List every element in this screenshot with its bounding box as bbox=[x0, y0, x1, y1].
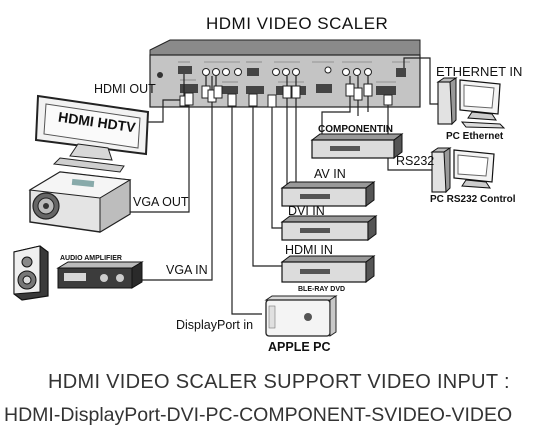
vga-in-label: VGA IN bbox=[166, 263, 208, 277]
vga-out-label: VGA OUT bbox=[133, 195, 189, 209]
apple-pc-label: APPLE PC bbox=[268, 340, 331, 354]
cable-hdmi-out bbox=[148, 74, 185, 123]
cable-displayport bbox=[231, 94, 262, 315]
pc-rs232-control-label: PC RS232 Control bbox=[430, 194, 516, 205]
pc-rs232-device bbox=[430, 147, 495, 194]
av-in-label: AV IN bbox=[314, 167, 346, 181]
displayport-in-label: DisplayPort in bbox=[176, 318, 254, 332]
cable-vga-in bbox=[120, 76, 213, 281]
cable-rs232 bbox=[387, 95, 432, 171]
diagram-title: HDMI VIDEO SCALER bbox=[206, 14, 389, 33]
bluray-source-device bbox=[280, 255, 376, 283]
rs232-port bbox=[376, 86, 396, 95]
audio-amplifier-label: AUDIO AMPLIFIER bbox=[60, 255, 122, 262]
bluray-dvd-label: BLE-RAY DVD bbox=[298, 286, 346, 293]
ethernet-in-label: ETHERNET IN bbox=[436, 64, 523, 79]
amplifier-device bbox=[56, 261, 144, 289]
cable-dvi-in bbox=[271, 95, 282, 229]
pc-ethernet-device bbox=[436, 77, 506, 129]
hdmi-in-label: HDMI IN bbox=[285, 243, 333, 257]
ethernet-port bbox=[396, 68, 406, 77]
component-in-label: COMPONENTIN bbox=[318, 124, 393, 135]
pc-ethernet-label: PC Ethernet bbox=[446, 131, 504, 142]
dvi-source-device bbox=[280, 215, 378, 241]
cable-ethernet bbox=[403, 57, 438, 105]
caption-line-1: HDMI VIDEO SCALER SUPPORT VIDEO INPUT : bbox=[48, 371, 510, 393]
caption-line-2: HDMI-DisplayPort-DVI-PC-COMPONENT-SVIDEO… bbox=[4, 404, 513, 426]
apple-pc-device bbox=[264, 295, 338, 337]
cable-vga-out bbox=[110, 93, 190, 213]
hdmi-port bbox=[178, 66, 192, 74]
component-source-device bbox=[310, 133, 404, 159]
speaker-device bbox=[13, 245, 49, 301]
dvi-in-label: DVI IN bbox=[288, 204, 325, 218]
vga-port bbox=[180, 84, 198, 93]
cable-hdmi-in bbox=[252, 94, 282, 267]
projector-device bbox=[28, 171, 132, 233]
av-source-device bbox=[280, 181, 376, 207]
hdmi-out-label: HDMI OUT bbox=[94, 82, 156, 96]
rs232-label: RS232 bbox=[396, 154, 435, 168]
hdtv-device bbox=[34, 94, 150, 173]
